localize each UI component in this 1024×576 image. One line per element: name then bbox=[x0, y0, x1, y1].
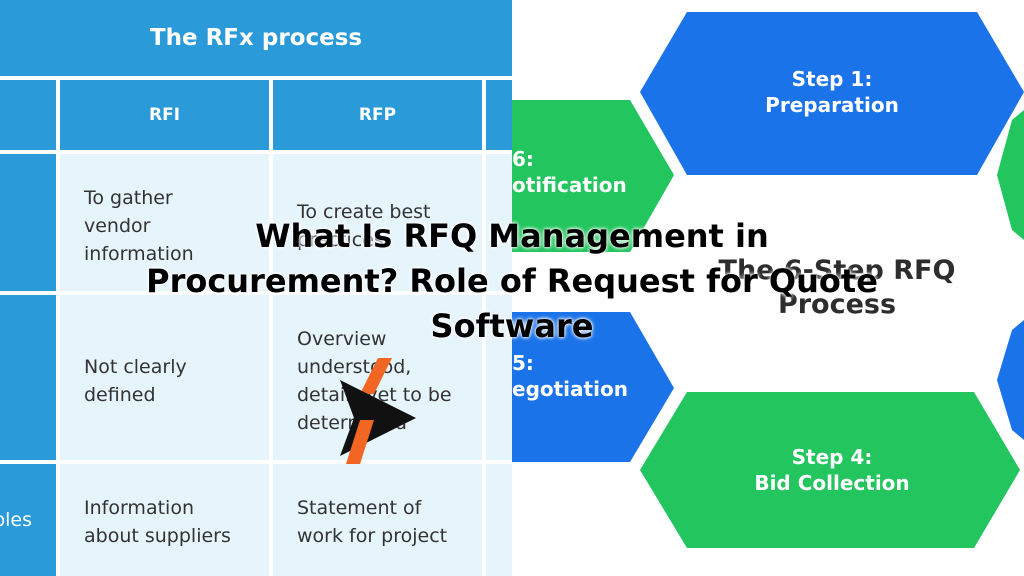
rfx-row-label bbox=[0, 295, 56, 460]
step1-hexagon bbox=[640, 12, 1024, 175]
rfx-row-label: bles bbox=[0, 464, 56, 576]
step6-label: 6: otification bbox=[512, 146, 627, 198]
rfx-cell: Not clearly defined bbox=[60, 295, 269, 460]
rfx-cell-text: Statement of work for project bbox=[297, 497, 448, 547]
rfx-header-rfi-text: RFI bbox=[148, 105, 181, 125]
step5-name: egotiation bbox=[512, 377, 628, 401]
step1-number: Step 1: bbox=[791, 67, 873, 91]
rfx-cell-text: To create best practices bbox=[297, 201, 431, 251]
rfx-cell-text: Not clearly defined bbox=[84, 356, 187, 406]
rfx-header-rfp-text: RFP bbox=[358, 105, 397, 125]
step3-hexagon-edge bbox=[997, 320, 1024, 440]
rfx-header-next bbox=[486, 80, 512, 150]
step5-label: 5: egotiation bbox=[512, 350, 628, 402]
rfx-cell bbox=[486, 154, 512, 291]
rfx-table: The RFx process RFI RFP To gather vendor… bbox=[0, 0, 512, 576]
step6-number: 6: bbox=[512, 147, 534, 171]
step5-number: 5: bbox=[512, 351, 534, 375]
step4-hexagon bbox=[640, 392, 1020, 548]
rfx-header-blank bbox=[0, 80, 56, 150]
article-title: What Is RFQ Management in Procurement? R… bbox=[146, 217, 878, 345]
step1-name: Preparation bbox=[765, 93, 899, 117]
rfx-row-label bbox=[0, 154, 56, 291]
rfx-header-rfi: RFI bbox=[60, 80, 269, 150]
rfx-cell: Information about suppliers bbox=[60, 464, 269, 576]
rfq-process-diagram: Step 1: Preparation 6: otification 5: eg… bbox=[512, 0, 1024, 576]
step5-hexagon bbox=[512, 312, 674, 462]
step2-hexagon-edge bbox=[997, 110, 1024, 240]
rfx-cell bbox=[486, 464, 512, 576]
rfx-cell: To create best practices bbox=[273, 154, 482, 291]
rfx-cell-text: To gather vendor information bbox=[84, 187, 194, 265]
rfx-header-rfp: RFP bbox=[273, 80, 482, 150]
rfq-hexagons bbox=[512, 12, 1024, 548]
rfq-process-title: The 6-Step RFQ Process bbox=[718, 255, 956, 320]
step4-label: Step 4: Bid Collection bbox=[687, 444, 977, 496]
step6-hexagon bbox=[512, 100, 674, 252]
rfx-cell-text: Information about suppliers bbox=[84, 497, 231, 547]
step4-name: Bid Collection bbox=[754, 471, 910, 495]
rfx-cell bbox=[486, 295, 512, 460]
rfx-cell: To gather vendor information bbox=[60, 154, 269, 291]
step6-name: otification bbox=[512, 173, 627, 197]
rfx-cell: Statement of work for project bbox=[273, 464, 482, 576]
brand-logo bbox=[340, 358, 416, 464]
rfx-table-title: The RFx process bbox=[0, 0, 512, 76]
step4-number: Step 4: bbox=[791, 445, 873, 469]
rfx-table-title-text: The RFx process bbox=[149, 25, 363, 51]
step1-label: Step 1: Preparation bbox=[692, 66, 972, 118]
rfx-row-label-text: bles bbox=[0, 509, 32, 531]
